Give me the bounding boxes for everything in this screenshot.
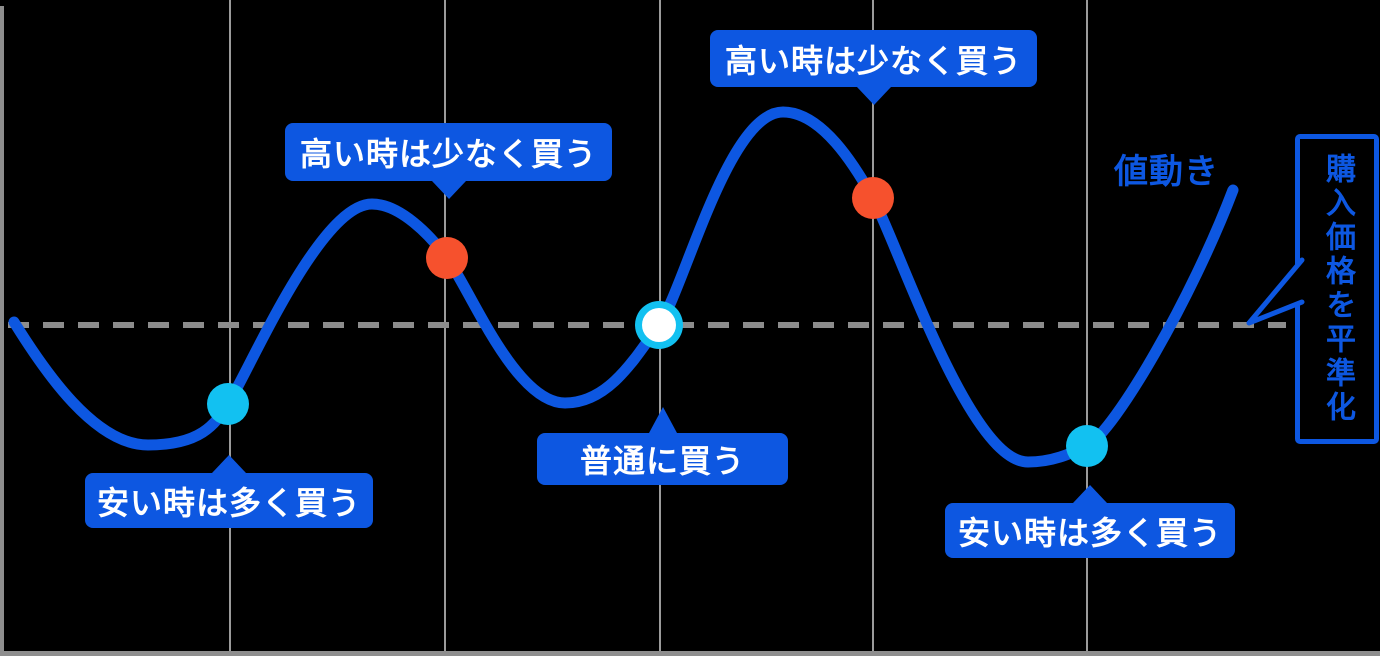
marker-buy-less-second (852, 177, 894, 219)
callout-buy-more-first: 安い時は多く買う (85, 455, 373, 528)
callout-buy-less-second: 高い時は少なく買う (710, 30, 1037, 105)
note-box-tail-icon (1246, 257, 1305, 326)
callout-buy-more-first-label: 安い時は多く買う (96, 484, 361, 521)
callout-pointer-up-icon (1073, 485, 1107, 503)
x-axis (0, 651, 1380, 656)
callout-pointer-down-icon (431, 181, 466, 199)
marker-buy-normal (642, 308, 676, 342)
callout-buy-less-second-label: 高い時は少なく買う (724, 42, 1022, 79)
callout-pointer-down-icon (856, 87, 891, 105)
callout-buy-normal-label: 普通に買う (579, 443, 745, 479)
callout-buy-less-first: 高い時は少なく買う (285, 123, 612, 199)
callout-buy-more-second: 安い時は多く買う (945, 485, 1235, 558)
marker-buy-less-first (426, 237, 468, 279)
average-note-box: 購入価格を平準化 (1295, 134, 1379, 444)
marker-buy-more-first (207, 383, 249, 425)
average-note-text: 購入価格を平準化 (1321, 153, 1354, 425)
callout-buy-less-first-label: 高い時は少なく買う (299, 136, 597, 172)
callout-pointer-up-icon (212, 455, 246, 473)
callout-buy-normal: 普通に買う (537, 407, 788, 485)
callout-buy-more-second-label: 安い時は多く買う (957, 514, 1222, 551)
marker-buy-more-second (1066, 425, 1108, 467)
price-curve (8, 106, 1239, 468)
price-movement-label: 値動き (1114, 153, 1219, 191)
callout-pointer-up-icon (648, 407, 677, 433)
y-axis (0, 6, 4, 656)
